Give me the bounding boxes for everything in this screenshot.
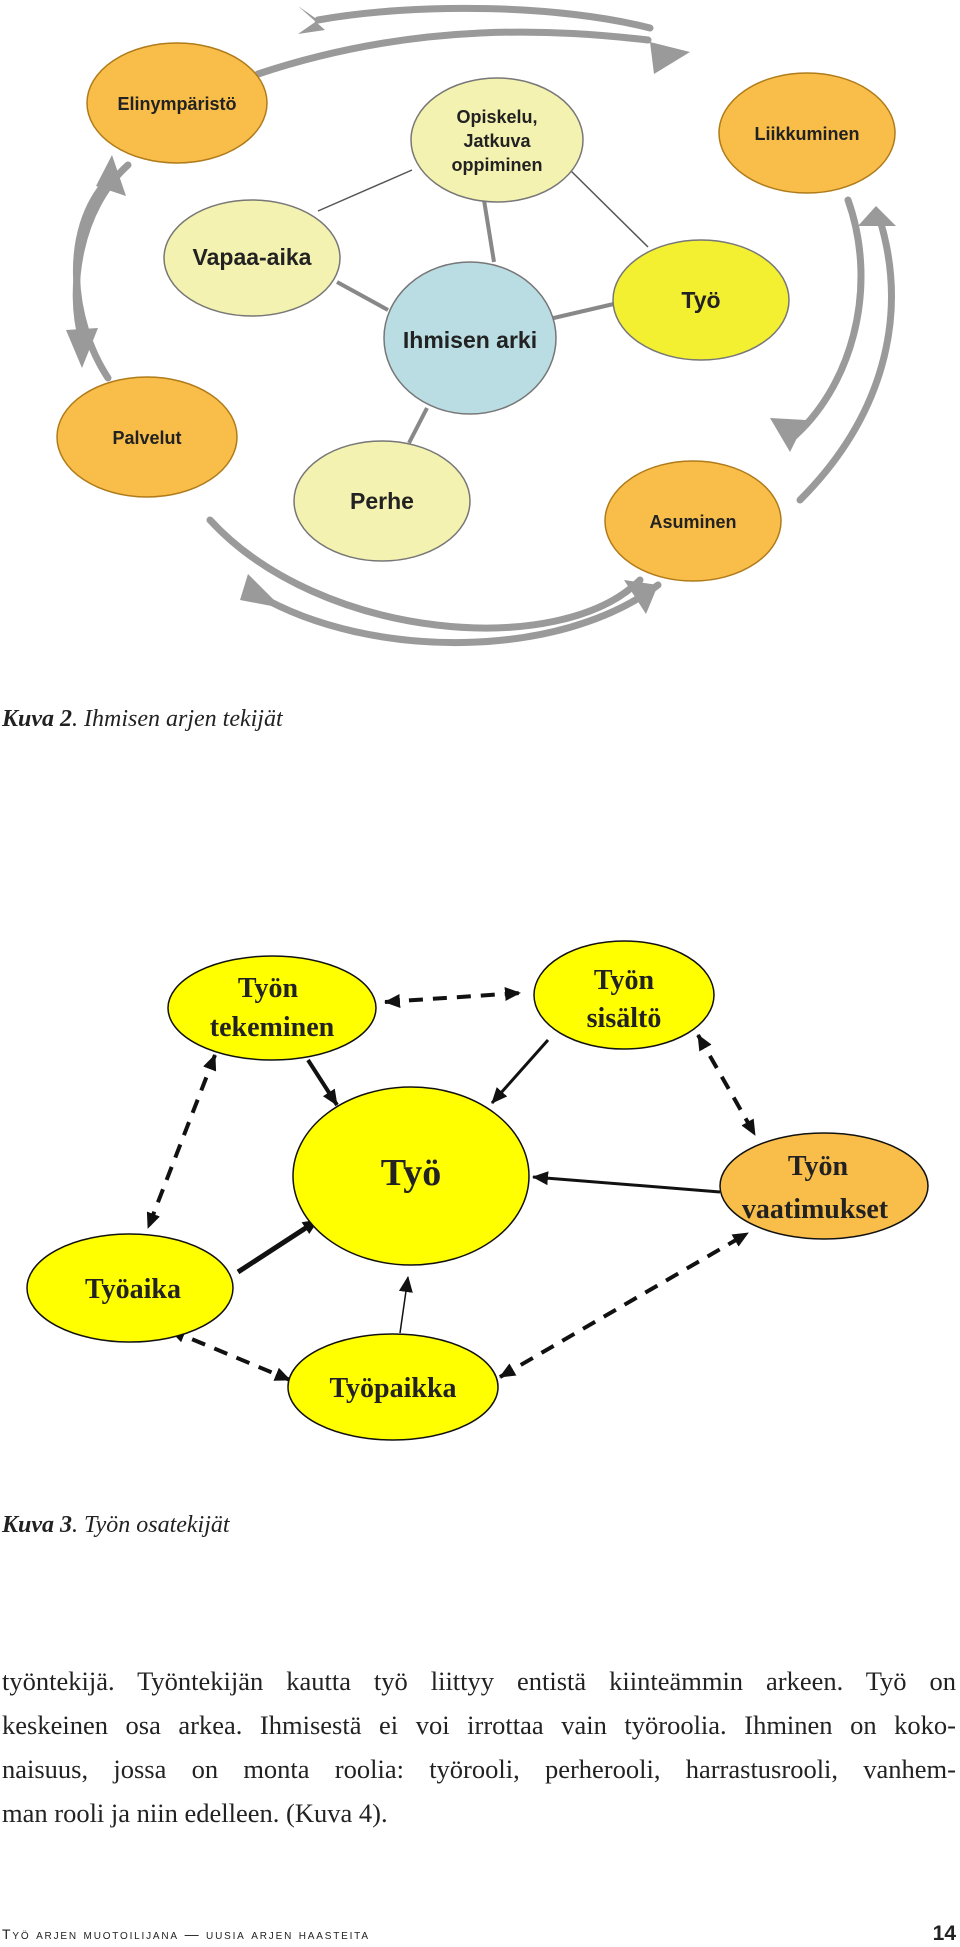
label-tyon-vaatimukset-line2: vaatimukset (742, 1194, 889, 1225)
arrow-left-outer (73, 176, 112, 382)
arrow-tyoaika-tyo (236, 1217, 320, 1275)
body-paragraph: työntekijä. Työntekijän kautta työ liitt… (2, 1659, 956, 1835)
node-liikkuminen: Liikkuminen (718, 72, 896, 194)
dashed-arrows (146, 987, 757, 1382)
label-tyon-vaatimukset-line1: Työn (788, 1151, 849, 1182)
caption-figure-2: Kuva 2. Ihmisen arjen tekijät (2, 706, 283, 733)
node-tyoaika: Työaika (26, 1233, 234, 1343)
connector-opiskelu-arki (482, 199, 496, 263)
connector-arki-tyo (544, 301, 619, 322)
label-opiskelu-line3: oppiminen (452, 155, 543, 175)
arrow-tyopaikka-tyo (398, 1276, 413, 1334)
label-opiskelu-line2: Jatkuva (463, 131, 531, 151)
node-tyo-center: Työ (292, 1086, 530, 1266)
arrowhead-bottom-right (624, 580, 658, 614)
arrowhead-bottom-left (240, 574, 282, 608)
label-tyon-tekeminen-line2: tekeminen (210, 1012, 335, 1043)
arrow-tyoaika-tyopaikka (169, 1328, 291, 1382)
figure-3-diagram: Työn tekeminen Työn sisältö Työ Työn vaa… (26, 940, 929, 1441)
body-line-2: keskeinen osa arkea. Ihmisestä ei voi ir… (2, 1710, 956, 1740)
arrow-top-outer (254, 28, 652, 78)
caption-figure-3-label: Kuva 3 (2, 1512, 73, 1538)
arrow-top-inner (314, 4, 654, 32)
label-perhe: Perhe (350, 488, 414, 514)
arrow-tyopaikka-vaatimukset (498, 1231, 750, 1379)
node-asuminen: Asuminen (604, 460, 782, 582)
body-line-1: työntekijä. Työntekijän kautta työ liitt… (2, 1666, 956, 1696)
cycle-arrowheads (66, 6, 896, 614)
connector-arki-perhe (407, 407, 429, 444)
footer-title: Työ arjen muotoilijana — uusia arjen haa… (2, 1926, 370, 1942)
arrow-tekeminen-tyoaika (146, 1054, 217, 1229)
node-ihmisen-arki: Ihmisen arki (383, 261, 557, 415)
node-palvelut: Palvelut (56, 376, 238, 498)
node-vapaa-aika: Vapaa-aika (163, 199, 341, 317)
body-line-4: man rooli ja niin edelleen. (Kuva 4). (2, 1798, 388, 1828)
label-elinymparisto: Elinympäristö (117, 94, 236, 114)
arrow-tekeminen-tyo (306, 1058, 339, 1107)
node-tyo: Työ (612, 239, 790, 361)
arrowhead-right-top (858, 206, 896, 226)
arrowhead-top (298, 6, 325, 34)
arrowhead-left-top (96, 155, 126, 196)
arrow-bottom-inner (254, 581, 662, 646)
connector-vapaa-aika-opiskelu (317, 169, 413, 212)
arrow-bottom-outer (206, 516, 644, 632)
label-ihmisen-arki: Ihmisen arki (403, 327, 537, 353)
solid-arrows (236, 1039, 721, 1334)
arrowhead-right (770, 418, 806, 452)
caption-figure-3: Kuva 3. Työn osatekijät (2, 1512, 230, 1539)
page-number: 14 (932, 1922, 956, 1945)
connector-opiskelu-tyo (567, 167, 649, 248)
label-tyon-sisalto-line2: sisältö (587, 1003, 662, 1034)
arrow-sisalto-tyo (490, 1039, 550, 1104)
arrow-right-inner (786, 196, 865, 444)
label-tyon-sisalto-line1: Työn (594, 965, 655, 996)
label-liikkuminen: Liikkuminen (754, 124, 859, 144)
label-tyopaikka: Työpaikka (329, 1373, 456, 1404)
arrowhead-top-right (650, 42, 690, 74)
figure-2-diagram: Elinympäristö Opiskelu, Jatkuva oppimine… (56, 4, 896, 646)
node-elinymparisto: Elinympäristö (86, 42, 268, 164)
page-footer: Työ arjen muotoilijana — uusia arjen haa… (2, 1922, 956, 1946)
arrow-vaatimukset-tyo (532, 1171, 721, 1194)
cycle-arrows (72, 4, 895, 646)
body-line-3: naisuus, jossa on monta roolia: työrooli… (2, 1754, 956, 1784)
label-palvelut: Palvelut (112, 428, 181, 448)
label-tyo-center: Työ (381, 1152, 442, 1194)
node-tyon-vaatimukset: Työn vaatimukset (719, 1132, 929, 1240)
label-tyoaika: Työaika (85, 1274, 181, 1305)
caption-figure-2-text: . Ihmisen arjen tekijät (72, 706, 283, 732)
label-tyo: Työ (681, 287, 720, 313)
caption-figure-3-text: . Työn osatekijät (72, 1512, 230, 1538)
node-perhe: Perhe (293, 440, 471, 562)
label-asuminen: Asuminen (649, 512, 736, 532)
node-tyopaikka: Työpaikka (287, 1333, 499, 1441)
arrowhead-left (66, 328, 98, 368)
node-opiskelu: Opiskelu, Jatkuva oppiminen (410, 77, 584, 203)
label-vapaa-aika: Vapaa-aika (193, 244, 312, 270)
connector-vapaa-aika-arki (336, 280, 389, 312)
arrow-sisalto-vaatimukset (696, 1034, 757, 1136)
label-opiskelu-line1: Opiskelu, (456, 107, 537, 127)
label-tyon-tekeminen-line1: Työn (238, 973, 299, 1004)
arrow-right-outer (796, 216, 895, 504)
node-tyon-tekeminen: Työn tekeminen (167, 955, 377, 1061)
connector-lines (317, 167, 649, 444)
arrow-tekeminen-sisalto (384, 987, 521, 1008)
node-tyon-sisalto: Työn sisältö (533, 940, 715, 1050)
caption-figure-2-label: Kuva 2 (2, 706, 73, 732)
